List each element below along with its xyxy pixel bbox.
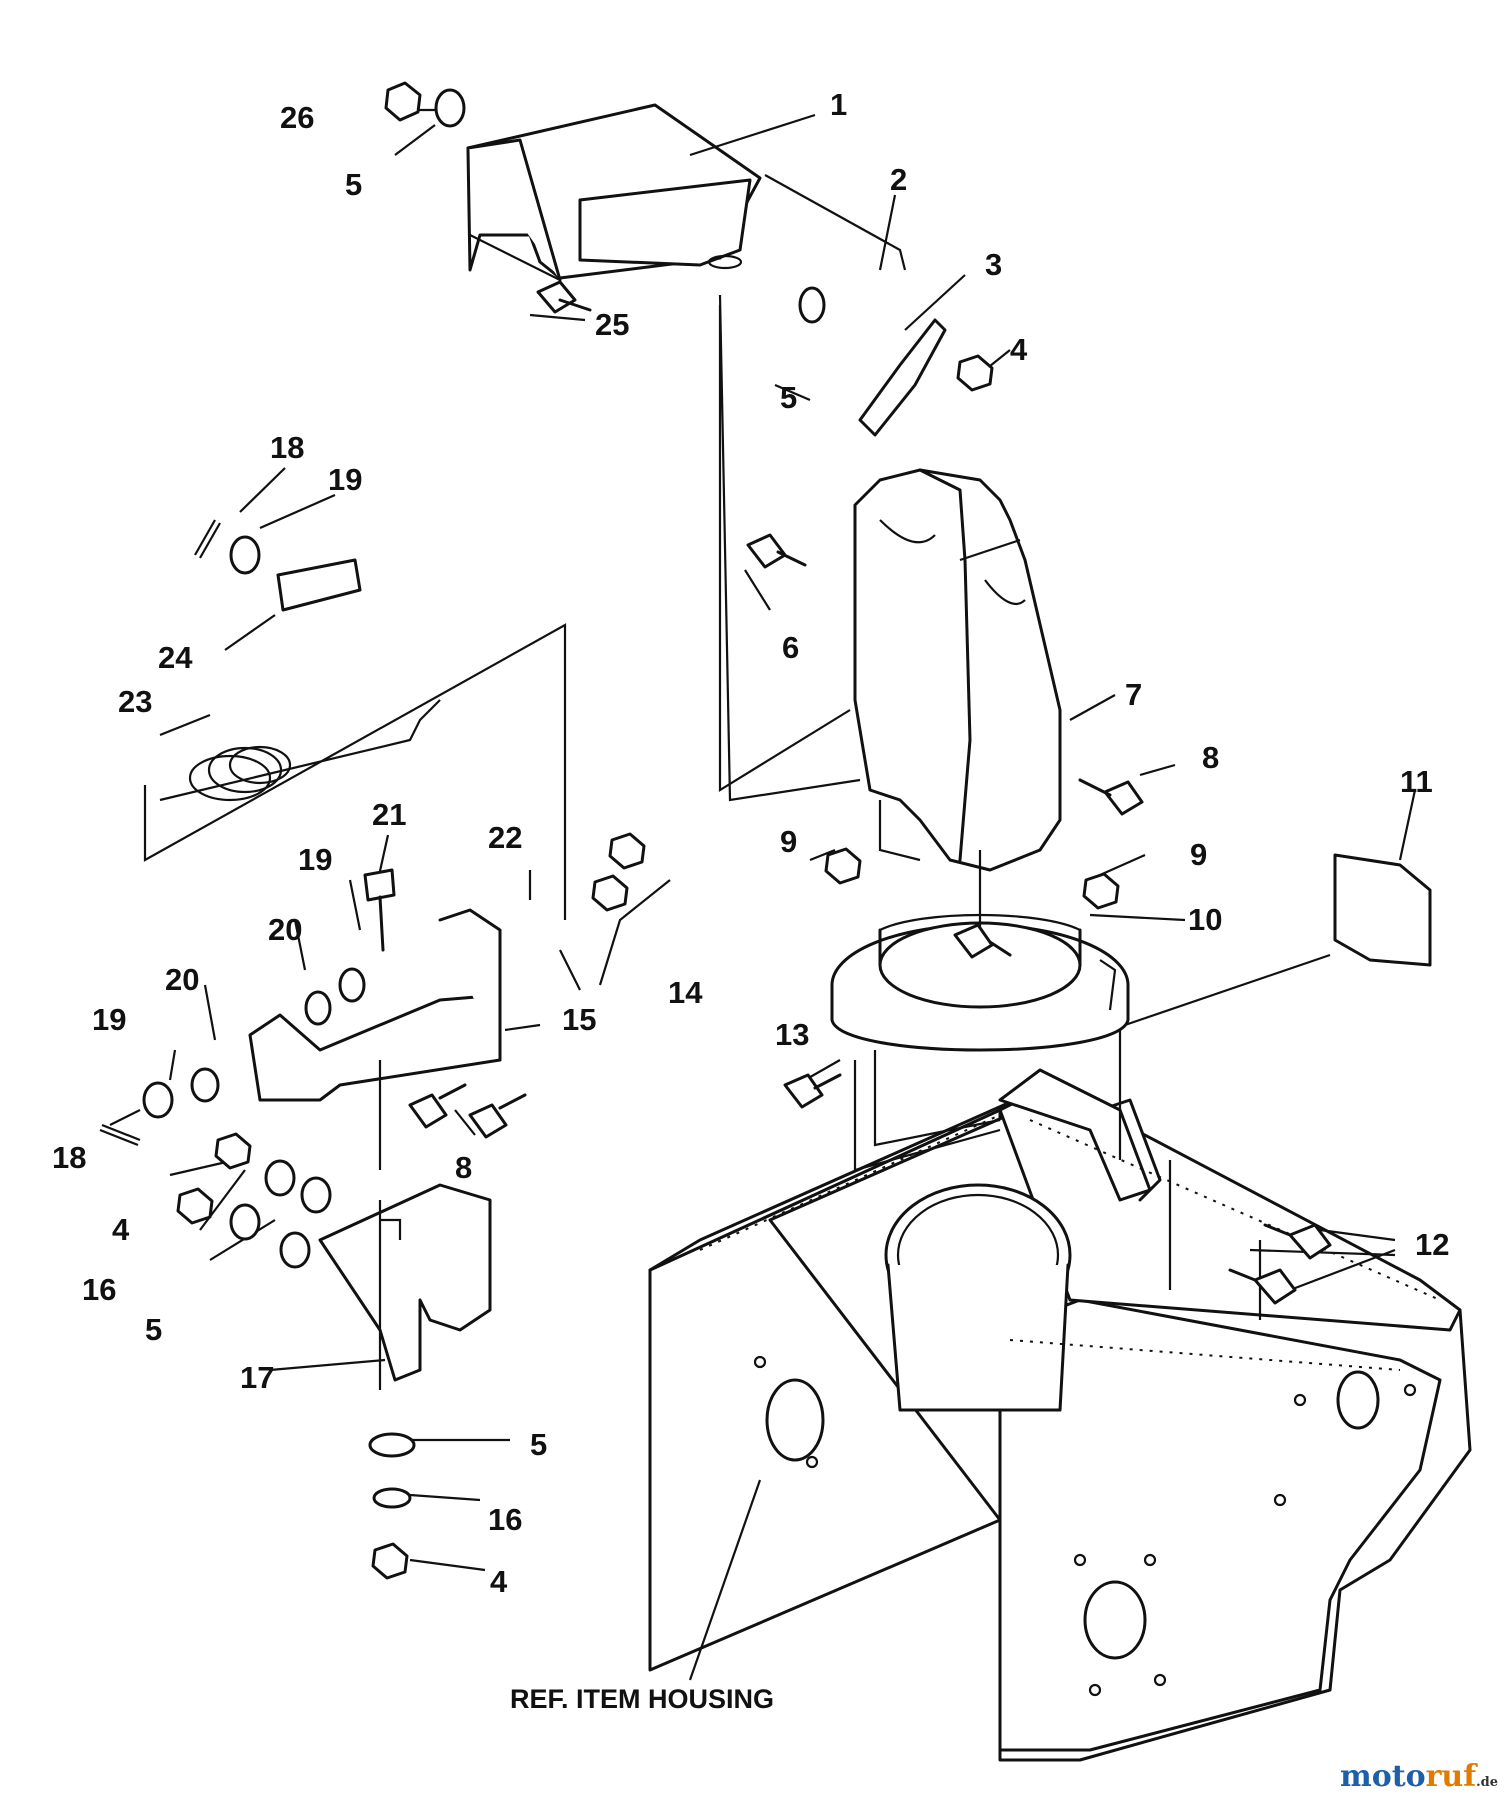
washer-16-bottom (372, 1487, 412, 1509)
callout-20a: 20 (268, 912, 302, 947)
callout-6: 6 (782, 630, 799, 665)
bolt-8-lower-a (408, 1083, 467, 1129)
washer-5-bottom (368, 1432, 416, 1458)
bolt-8-top (1078, 778, 1144, 816)
bolt-21 (363, 868, 396, 952)
callout-8a: 8 (1202, 740, 1219, 775)
nut-4-mid-b (176, 1187, 214, 1225)
callout-5c: 5 (145, 1312, 162, 1347)
nut-4-top (956, 354, 994, 392)
callout-3: 3 (985, 247, 1002, 282)
callout-18b: 18 (52, 1140, 86, 1175)
knob-3 (858, 318, 947, 437)
watermark-part1: moto (1339, 1759, 1426, 1794)
lower-bracket (318, 1183, 492, 1382)
washer-19-mid (338, 967, 366, 1003)
washer-5-top (434, 88, 466, 128)
watermark: motoruf.de (1340, 1759, 1498, 1794)
bolt-12-a (1263, 1223, 1332, 1260)
callout-5a: 5 (345, 167, 362, 202)
callout-19c: 19 (92, 1002, 126, 1037)
callout-16a: 16 (82, 1272, 116, 1307)
callout-23: 23 (118, 684, 152, 719)
callout-9a: 9 (780, 824, 797, 859)
callout-13: 13 (775, 1017, 809, 1052)
deflector (466, 103, 907, 282)
washer-d (279, 1231, 311, 1269)
callout-22: 22 (488, 820, 522, 855)
nut-14-a (608, 832, 646, 870)
watermark-part2: ruf (1425, 1759, 1477, 1794)
rod-assembly (159, 558, 441, 802)
reference-note: REF. ITEM HOUSING (510, 1684, 774, 1714)
callout-19a: 19 (328, 462, 362, 497)
callout-25: 25 (595, 307, 629, 342)
callout-14: 14 (668, 975, 703, 1010)
ring-segment (1333, 853, 1432, 967)
callout-1: 1 (830, 87, 847, 122)
housing (648, 1068, 1472, 1762)
callout-21: 21 (372, 797, 406, 832)
callout-18a: 18 (270, 430, 304, 465)
callout-4b: 4 (112, 1212, 130, 1247)
callout-4c: 4 (490, 1564, 508, 1599)
bolt-10 (953, 923, 1012, 959)
callout-4a: 4 (1010, 332, 1028, 367)
callout-19b: 19 (298, 842, 332, 877)
leader-lines (109, 108, 1417, 1572)
callout-20b: 20 (165, 962, 199, 997)
callout-24: 24 (158, 640, 193, 675)
bolt-8-lower-b (468, 1093, 527, 1139)
washer-5-mid (798, 286, 826, 324)
washer-b (300, 1176, 332, 1214)
callout-8b: 8 (455, 1150, 472, 1185)
nut-26 (384, 81, 422, 122)
washer-20-b (190, 1067, 220, 1103)
washer-c (229, 1203, 261, 1241)
cotter-pin-18-top (194, 519, 221, 559)
mount-bracket (248, 908, 502, 1102)
callout-12: 12 (1415, 1227, 1449, 1262)
nut-4-mid-a (214, 1132, 252, 1170)
fasteners (99, 81, 1332, 1580)
callout-26: 26 (280, 100, 314, 135)
bolt-12-b (1228, 1268, 1297, 1305)
callout-7: 7 (1125, 677, 1142, 712)
bolt-13 (783, 1073, 842, 1109)
nut-9-right (1082, 872, 1120, 910)
callout-16b: 16 (488, 1502, 522, 1537)
nut-4-bottom (371, 1542, 409, 1580)
callout-9b: 9 (1190, 837, 1207, 872)
callout-5b: 5 (780, 380, 797, 415)
callout-2: 2 (890, 162, 907, 197)
callout-17: 17 (240, 1360, 274, 1395)
bolt-25 (536, 280, 592, 314)
watermark-part3: .de (1476, 1775, 1498, 1790)
bolt-6 (746, 533, 807, 569)
callout-5d: 5 (530, 1427, 547, 1462)
callout-11: 11 (1400, 764, 1433, 799)
washer-a (264, 1159, 296, 1197)
callout-10: 10 (1188, 902, 1222, 937)
nut-9-left (824, 847, 862, 885)
washer-20-a (304, 990, 332, 1026)
reference-leader (688, 1479, 762, 1681)
nut-14-b (591, 874, 629, 912)
washer-19-top (229, 535, 261, 575)
washer-19-low (142, 1081, 174, 1119)
callout-15: 15 (562, 1002, 596, 1037)
discharge-chute (853, 468, 1062, 872)
callouts: 1 2 3 4 5 5 26 25 18 19 24 23 6 7 8 11 9… (52, 87, 1449, 1714)
cotter-pin-18-low (99, 1123, 141, 1147)
